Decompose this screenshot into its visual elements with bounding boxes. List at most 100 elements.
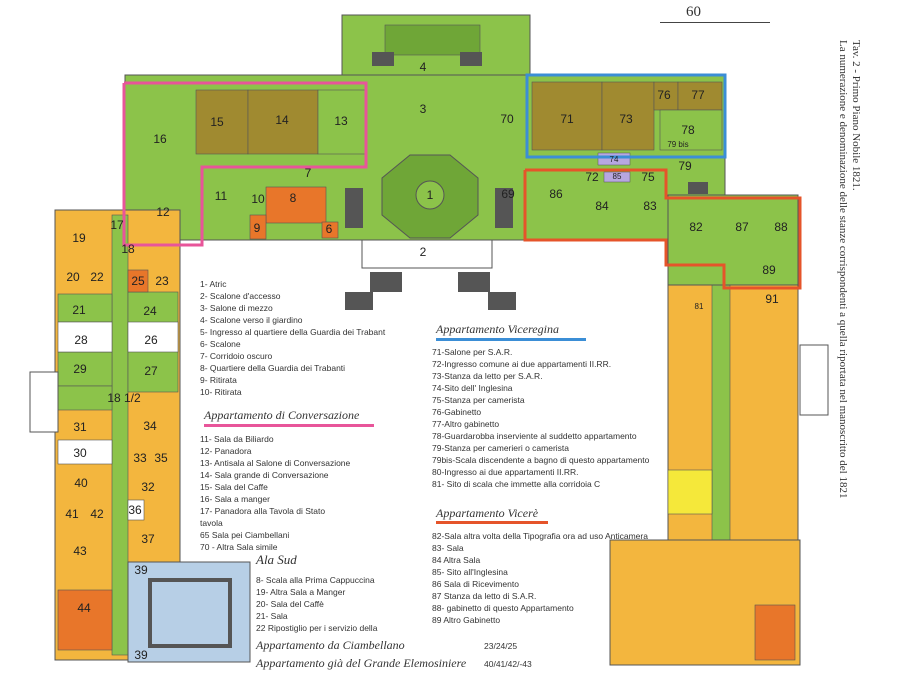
- room-36: 36: [128, 503, 142, 517]
- legend-item: 65 Sala pei Ciambellani: [200, 530, 290, 540]
- legend-item: 8- Quartiere della Guardia dei Trabanti: [200, 363, 346, 373]
- room-32: 32: [141, 480, 155, 494]
- room-39-top: 39: [134, 563, 148, 577]
- room-85: 85: [613, 172, 622, 181]
- room-29: 29: [73, 362, 87, 376]
- room-7: 7: [305, 166, 312, 180]
- room-70: 70: [500, 112, 514, 126]
- room-79-bis: 79 bis: [667, 140, 688, 149]
- room-26: 26: [144, 333, 158, 347]
- legend-item: 11- Sala da Biliardo: [200, 434, 274, 444]
- legend-item: 17- Panadora alla Tavola di Stato: [200, 506, 326, 516]
- room-75: 75: [641, 170, 655, 184]
- room-43: 43: [73, 544, 87, 558]
- room-76: 76: [657, 88, 671, 102]
- legend-item: tavola: [200, 518, 223, 528]
- legend-item: 80-Ingresso ai due appartamenti II.RR.: [432, 467, 579, 477]
- room-77: 77: [691, 88, 705, 102]
- vicere-underline: [436, 521, 548, 524]
- room-22: 22: [90, 270, 104, 284]
- room-81: 81: [695, 302, 704, 311]
- legend-item: 70 - Altra Sala simile: [200, 542, 278, 552]
- room-6: 6: [326, 222, 333, 236]
- room-30: 30: [73, 446, 87, 460]
- room-15: 15: [210, 115, 224, 129]
- room-33: 33: [133, 451, 147, 465]
- legend-item: 3- Salone di mezzo: [200, 303, 273, 313]
- room-2: 2: [420, 245, 427, 259]
- page-number: 60: [686, 4, 701, 20]
- room-84: 84: [595, 199, 609, 213]
- room-73: 73: [619, 112, 633, 126]
- room-10: 10: [251, 192, 265, 206]
- room-40: 40: [74, 476, 88, 490]
- elemosiniere-rooms: 40/41/42/-43: [484, 659, 532, 669]
- room-13: 13: [334, 114, 348, 128]
- ciambellano-label: Appartamento da Ciambellano: [256, 638, 405, 652]
- legend-item: 74-Sito dell' Inglesina: [432, 383, 513, 393]
- legend-item: 21- Sala: [256, 611, 288, 621]
- room-44: 44: [77, 601, 91, 615]
- legend-item: 73-Stanza da letto per S.A.R.: [432, 371, 543, 381]
- section-conversazione-title: Appartamento di Conversazione: [204, 408, 360, 422]
- room-28: 28: [74, 333, 88, 347]
- room-31: 31: [73, 420, 87, 434]
- ciambellano-rooms: 23/24/25: [484, 641, 518, 651]
- room-21: 21: [72, 303, 86, 317]
- legend-item: 87 Stanza da letto di S.A.R.: [432, 591, 537, 601]
- legend-item: 8- Scala alla Prima Cappuccina: [256, 575, 375, 585]
- room-37: 37: [141, 532, 155, 546]
- legend-item: 88- gabinetto di questo Appartamento: [432, 603, 574, 613]
- legend-item: 89 Altro Gabinetto: [432, 615, 501, 625]
- viceregina-underline: [436, 338, 586, 341]
- legend-item: 86 Sala di Ricevimento: [432, 579, 519, 589]
- room-3: 3: [420, 102, 427, 116]
- room-78: 78: [681, 123, 695, 137]
- room-82: 82: [689, 220, 703, 234]
- section-viceregina-title: Appartamento Viceregina: [436, 322, 559, 336]
- legend-item: 6- Scalone: [200, 339, 241, 349]
- room-14: 14: [275, 113, 289, 127]
- legend-conversazione: 11- Sala da Biliardo 12- Panadora 13- An…: [200, 433, 350, 553]
- legend-item: 76-Gabinetto: [432, 407, 482, 417]
- room-27: 27: [144, 364, 158, 378]
- legend-item: 16- Sala a manger: [200, 494, 270, 504]
- room-86: 86: [549, 187, 563, 201]
- room-69: 69: [501, 187, 515, 201]
- room-42: 42: [90, 507, 104, 521]
- legend-alasud: 8- Scala alla Prima Cappuccina 19- Altra…: [256, 574, 377, 634]
- room-87: 87: [735, 220, 749, 234]
- legend-item: 2- Scalone d'accesso: [200, 291, 281, 301]
- conversazione-underline: [204, 424, 374, 427]
- legend-item: 81- Sito di scala che immette alla corri…: [432, 479, 601, 489]
- room-91: 91: [765, 292, 779, 306]
- room-8: 8: [290, 191, 297, 205]
- room-12: 12: [156, 205, 170, 219]
- legend-item: 78-Guardarobba inserviente al suddetto a…: [432, 431, 637, 441]
- room-25: 25: [131, 274, 145, 288]
- room-9: 9: [254, 221, 261, 235]
- room-89: 89: [762, 263, 776, 277]
- legend-item: 7- Corridoio oscuro: [200, 351, 273, 361]
- room-41: 41: [65, 507, 79, 521]
- room-17: 17: [110, 218, 124, 232]
- room-71: 71: [560, 112, 574, 126]
- legend-item: 84 Altra Sala: [432, 555, 481, 565]
- legend-item: 71-Salone per S.A.R.: [432, 347, 513, 357]
- room-19: 19: [72, 231, 86, 245]
- legend-item: 85- Sito all'Inglesina: [432, 567, 508, 577]
- room-83: 83: [643, 199, 657, 213]
- page-rule: [660, 22, 770, 23]
- legend-item: 72-Ingresso comune ai due appartamenti I…: [432, 359, 612, 369]
- room-18: 18: [121, 242, 135, 256]
- section-alasud-title: Ala Sud: [256, 552, 297, 567]
- legend-main: 1- Atric 2- Scalone d'accesso 3- Salone …: [200, 278, 385, 398]
- room-88: 88: [774, 220, 788, 234]
- room-39-bottom: 39: [134, 648, 148, 662]
- legend-item: 19- Altra Sala a Manger: [256, 587, 346, 597]
- legend-item: 4- Scalone verso il giardino: [200, 315, 303, 325]
- room-16: 16: [153, 132, 167, 146]
- legend-item: 82-Sala altra volta della Tipografia ora…: [432, 531, 648, 541]
